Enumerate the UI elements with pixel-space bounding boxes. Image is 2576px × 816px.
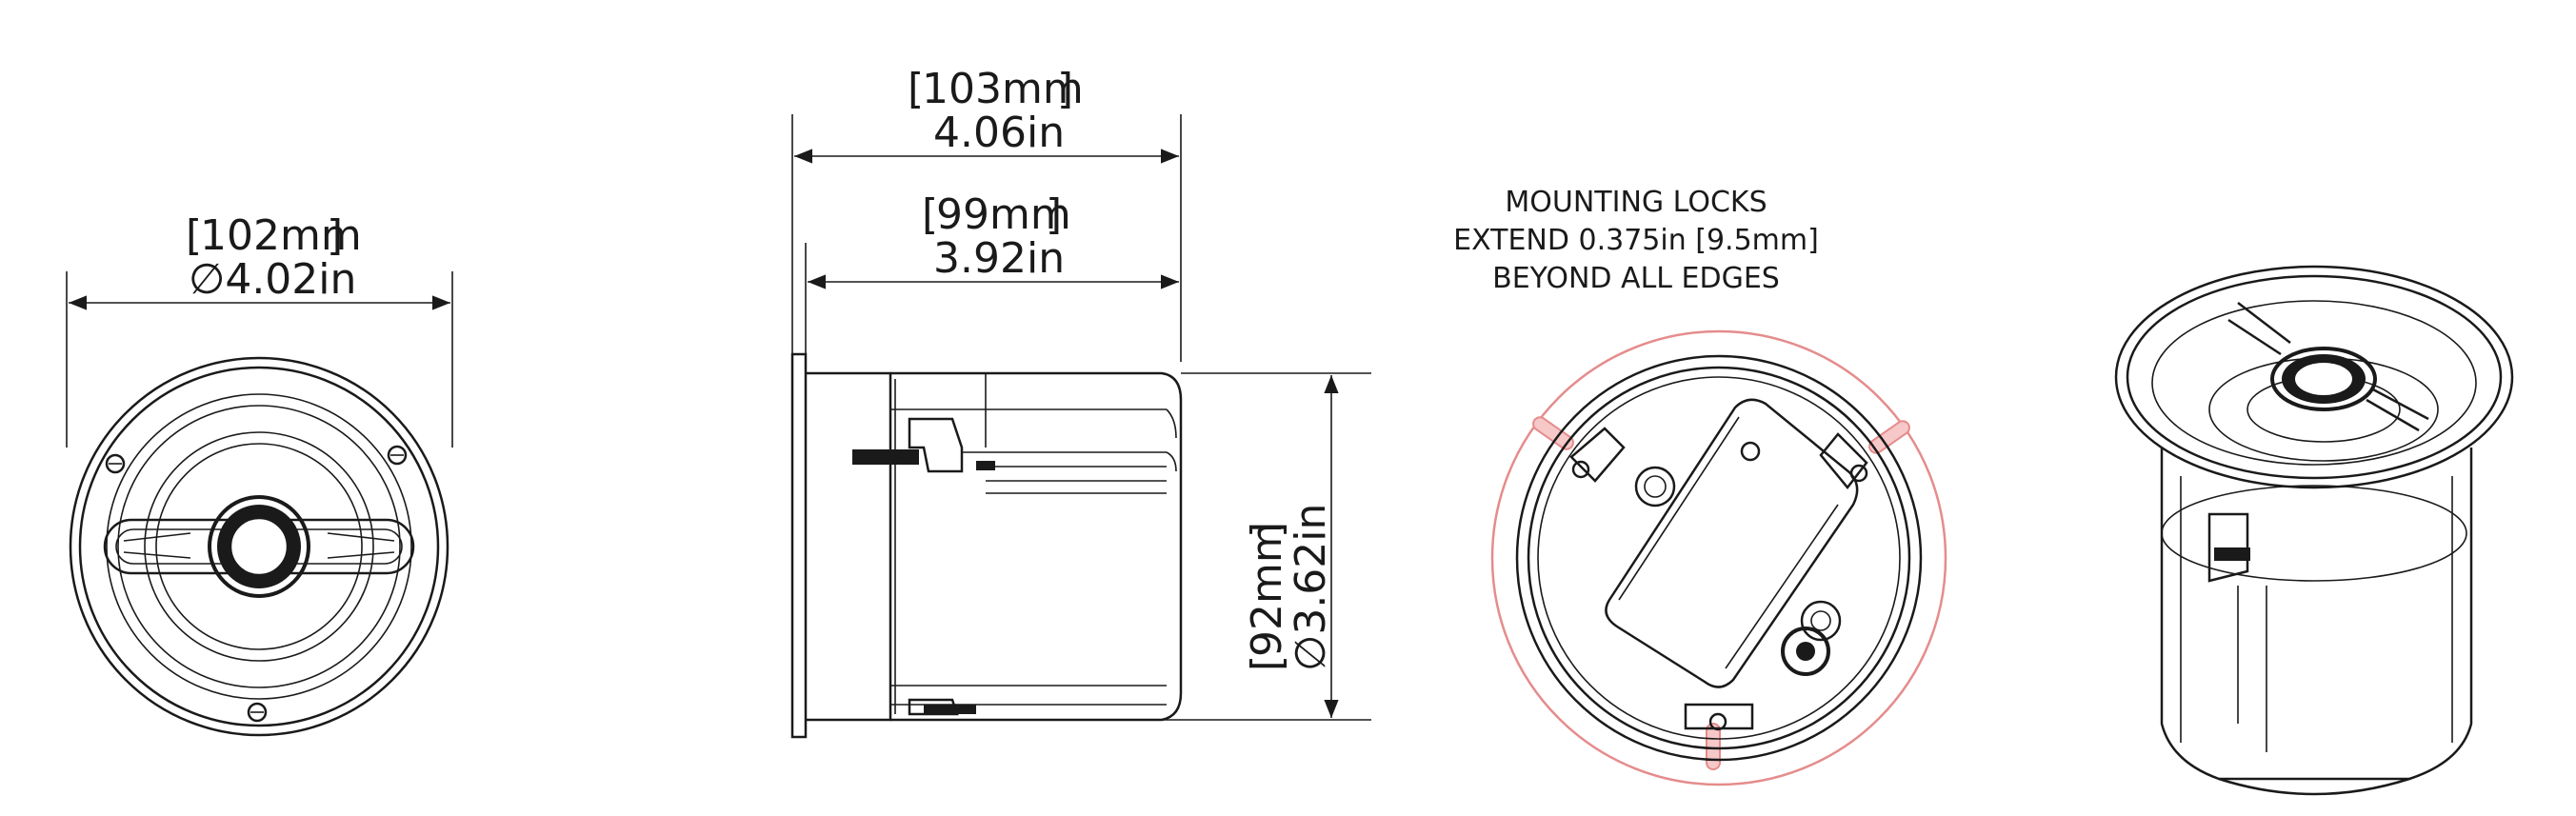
bracket-left: [ — [186, 211, 202, 260]
note-line-3: BEYOND ALL EDGES — [1492, 262, 1780, 295]
body-imperial: 3.92in — [933, 234, 1065, 283]
svg-text:[: [ — [922, 190, 938, 239]
mounting-locks-note: MOUNTING LOCKS EXTEND 0.375in [9.5mm] BE… — [1453, 186, 1819, 295]
body-depth-label: [ 99mm ] 3.92in — [922, 190, 1071, 283]
svg-text:[: [ — [908, 65, 924, 113]
height-label: [ 92mm ] ∅3.62in — [1243, 504, 1335, 671]
front-view: [ 102mm ] ∅4.02in — [66, 211, 453, 737]
mounting-lock-highlight — [1532, 416, 1910, 770]
rear-view: MOUNTING LOCKS EXTEND 0.375in [9.5mm] BE… — [1453, 186, 1947, 786]
svg-text:[: [ — [1243, 655, 1291, 671]
height-imperial: ∅3.62in — [1287, 504, 1335, 671]
front-diameter-label: [ 102mm ] ∅4.02in — [186, 211, 362, 304]
overall-depth-label: [ 103mm ] 4.06in — [908, 65, 1084, 157]
note-line-1: MOUNTING LOCKS — [1505, 186, 1767, 219]
mounting-lock-extent-circle — [1490, 329, 1947, 786]
front-dim-imperial: ∅4.02in — [189, 255, 356, 304]
height-metric: 92mm — [1243, 522, 1291, 657]
svg-text:]: ] — [1057, 65, 1073, 113]
front-dim-metric: 102mm — [200, 211, 362, 260]
overall-metric: 103mm — [922, 65, 1084, 113]
side-view: [ 103mm ] 4.06in [ 99mm ] 3.92in [ 92mm … — [790, 65, 1371, 739]
note-line-2: EXTEND 0.375in [9.5mm] — [1453, 224, 1819, 257]
svg-text:]: ] — [1243, 522, 1291, 538]
isometric-view — [2114, 265, 2514, 796]
svg-text:]: ] — [1046, 190, 1062, 239]
body-metric: 99mm — [936, 190, 1071, 239]
overall-imperial: 4.06in — [933, 109, 1065, 157]
mounting-lock-icon — [1569, 427, 1868, 731]
screw-icon — [105, 445, 408, 723]
bracket-right: ] — [327, 211, 343, 260]
